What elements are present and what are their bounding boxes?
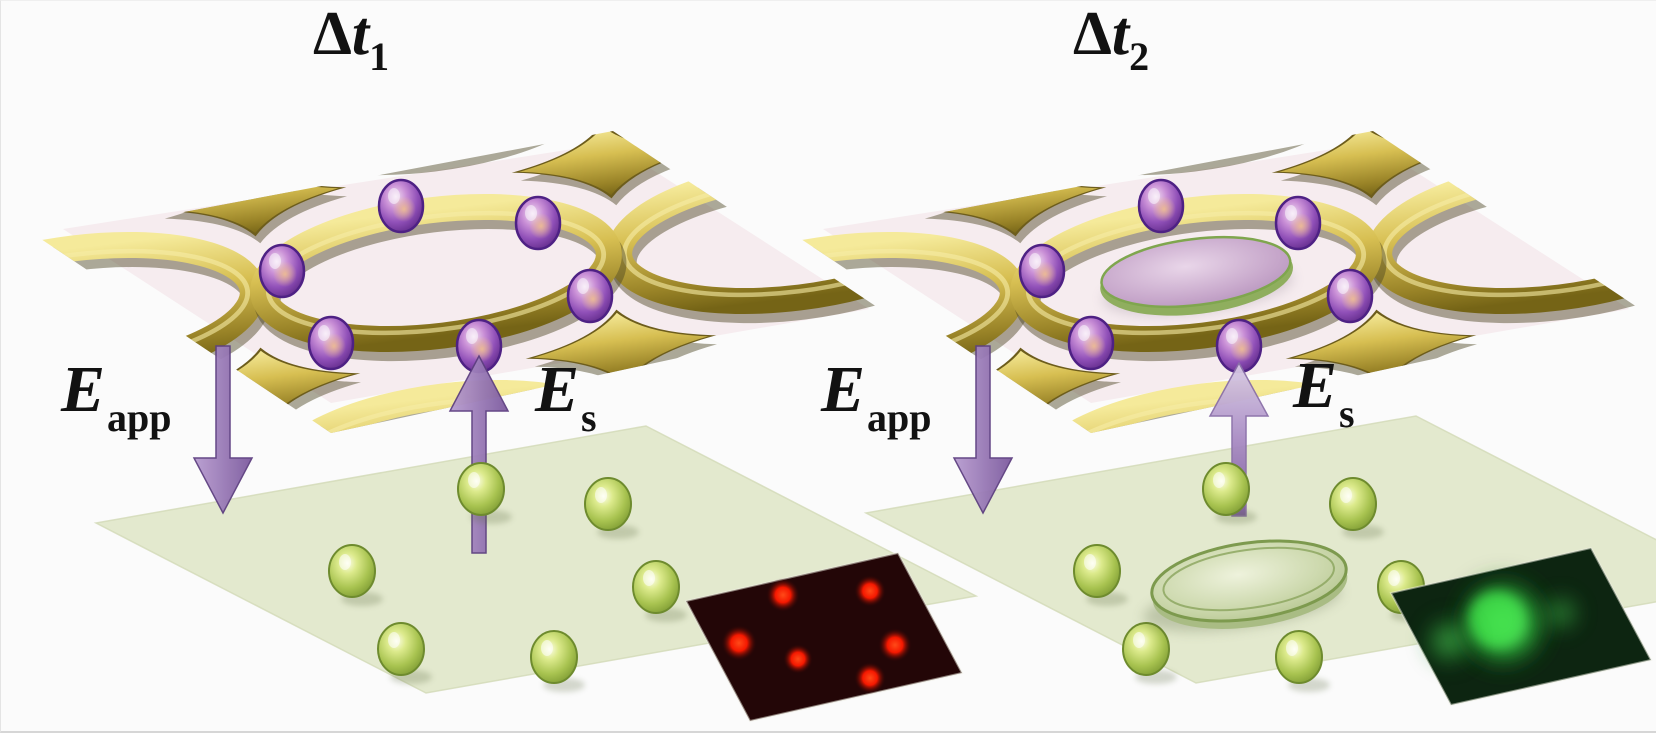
left-fluorescence-inset	[684, 551, 964, 723]
green-spot-pattern	[1421, 571, 1583, 675]
right-applied-field-label: Eapp	[821, 357, 932, 438]
red-dot-pattern	[721, 575, 912, 694]
right-fluorescence-inset	[1389, 546, 1653, 707]
right-substrate-released-disk	[1143, 539, 1348, 632]
time-subscript: 1	[369, 34, 390, 79]
field-symbol: E	[61, 353, 106, 426]
field-subscript: app	[107, 395, 172, 440]
time-variable: t	[351, 0, 370, 68]
field-subscript: s	[581, 395, 597, 440]
right-metasurface-captured-disk	[1100, 236, 1294, 316]
right-panel-graphic	[646, 131, 1656, 707]
left-scattered-field-label: Es	[535, 357, 597, 438]
time-variable: t	[1111, 0, 1130, 68]
left-panel-graphic	[1, 131, 979, 723]
field-symbol: E	[535, 353, 580, 426]
left-panel-title: Δt1	[313, 0, 389, 77]
right-panel-title: Δt2	[1073, 0, 1149, 77]
field-subscript: app	[867, 395, 932, 440]
left-e-app-down-arrow	[192, 345, 254, 515]
delta-symbol: Δ	[313, 0, 352, 68]
delta-symbol: Δ	[1073, 0, 1112, 68]
left-applied-field-label: Eapp	[61, 357, 172, 438]
right-e-app-down-arrow	[952, 345, 1014, 515]
left-e-s-up-arrow	[448, 354, 510, 554]
field-symbol: E	[1293, 349, 1338, 422]
field-symbol: E	[821, 353, 866, 426]
right-scattered-field-label: Es	[1293, 353, 1355, 434]
time-subscript: 2	[1129, 34, 1150, 79]
field-subscript: s	[1339, 391, 1355, 436]
